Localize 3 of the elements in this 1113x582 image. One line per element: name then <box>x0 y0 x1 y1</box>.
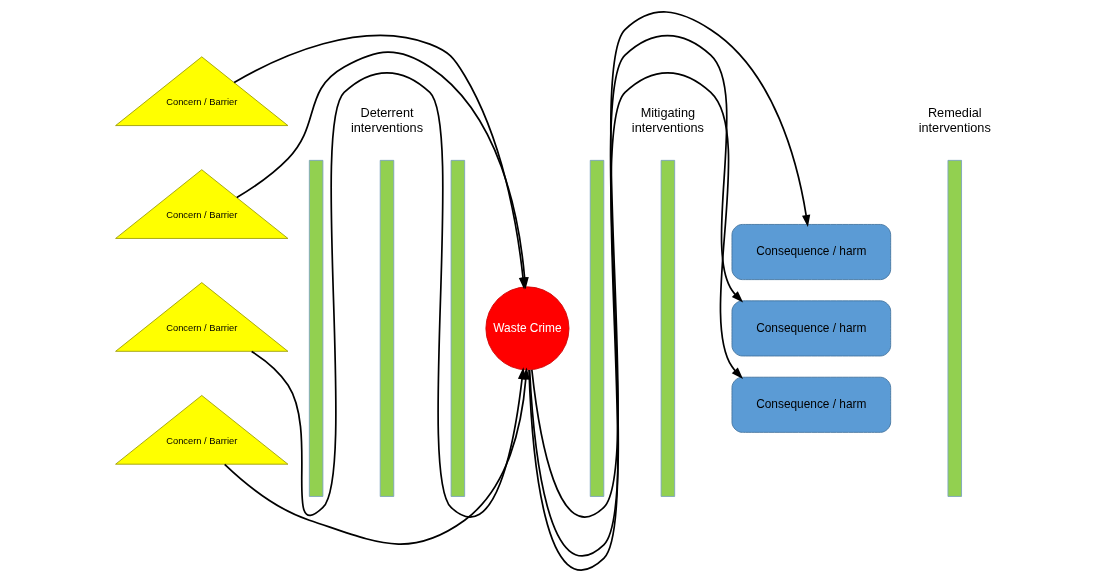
label: Deterrent interventions <box>350 105 424 135</box>
label: Remedial interventions <box>918 105 991 135</box>
label: Mitigating interventions <box>631 105 704 135</box>
